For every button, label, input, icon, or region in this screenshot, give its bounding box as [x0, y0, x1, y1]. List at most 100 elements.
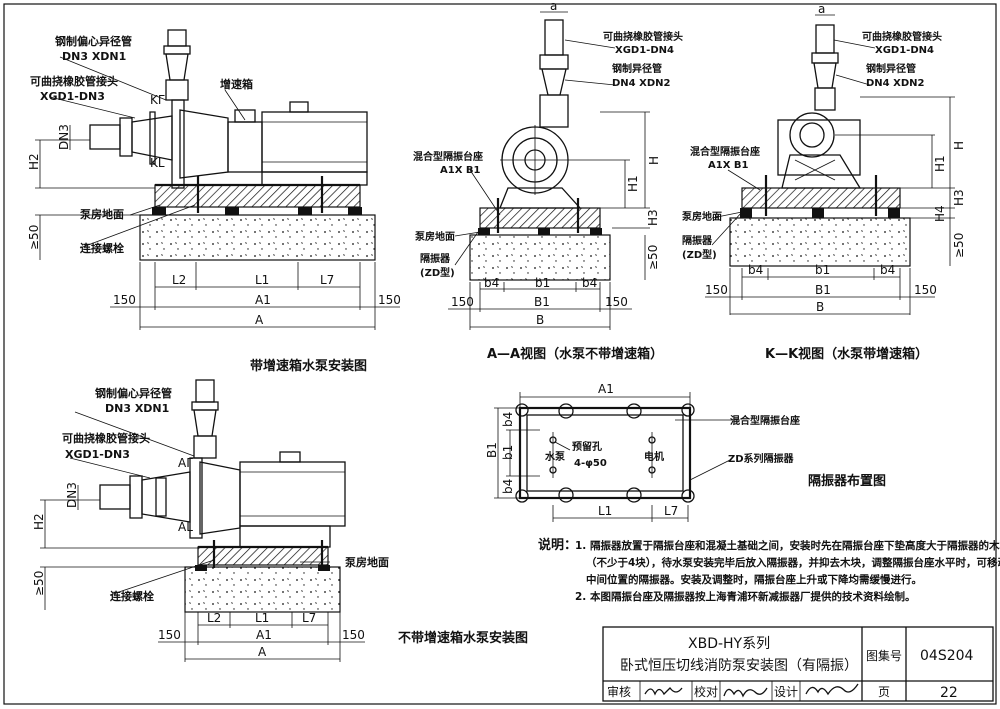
aa-dim-150r: 150	[605, 295, 628, 309]
notes-heading: 说明：	[538, 537, 577, 553]
tb-design-label: 设计	[774, 685, 798, 699]
kk-dim-b4l: b4	[748, 263, 763, 277]
pump-volute-kk	[789, 112, 835, 158]
kk-label-joint: 可曲挠橡胶管接头	[862, 30, 942, 43]
view1-title: 带增速箱水泵安装图	[250, 358, 367, 374]
label-bolt: 连接螺栓	[80, 241, 124, 255]
view-with-gearbox: 钢制偏心异径管 DN3 XDN1 可曲挠橡胶管接头 XGD1-DN3 增速箱 K…	[27, 29, 401, 374]
concrete-foundation-kk	[729, 217, 911, 267]
review-signature	[644, 687, 683, 696]
label-h2: H2	[27, 153, 41, 170]
aa-label-h1: H1	[626, 175, 640, 192]
tb-atlas-no: 04S204	[920, 648, 974, 664]
kk-label-reducer: 钢制异径管	[866, 62, 916, 75]
layout-title: 隔振器布置图	[808, 473, 886, 489]
gearbox	[227, 121, 263, 173]
layout-base-frame	[518, 406, 692, 500]
label-h50: ≥50	[27, 225, 41, 250]
aa-label-h: H	[647, 156, 661, 165]
tb-page-label: 页	[878, 685, 890, 699]
aa-dim-b4r: b4	[582, 276, 597, 290]
v2-dim-150l: 150	[158, 628, 181, 642]
v2-label-dn3: DN3	[65, 482, 79, 508]
kk-label-a: a	[818, 2, 825, 16]
note-1c: 中间位置的隔振器。安装及调整时，隔振台座上升或下降均需缓慢进行。	[586, 573, 922, 586]
check-signature	[723, 687, 768, 698]
label-kt: KΓ	[150, 93, 165, 107]
title-block: XBD-HY系列 卧式恒压切线消防泵安装图（有隔振） 图集号 04S204 审核…	[602, 626, 994, 702]
kk-label-h50: ≥50	[952, 233, 966, 258]
kk-dim-b1: b1	[815, 263, 830, 277]
v2-label-reducer-spec: DN3 XDN1	[105, 402, 169, 415]
v2-dim-l7: L7	[302, 611, 316, 625]
aa-dim-bb1: B1	[534, 295, 550, 309]
view-aa: a 可曲挠橡胶管接头 XGD1-DN4 钢制异径管 DN4 XDN2 混合型隔振…	[413, 0, 683, 362]
concrete-foundation	[139, 214, 376, 261]
layout-base: 混合型隔振台座	[730, 414, 800, 427]
kk-label-floor: 泵房地面	[682, 210, 722, 223]
label-reducer-spec: DN3 XDN1	[62, 50, 126, 63]
dim-a1: A1	[255, 293, 271, 307]
aa-dim-b: B	[536, 313, 544, 327]
note-1b: （不少于4块），待水泵安装完毕后放入隔振器，并抑去木块，调整隔振台座水平时，可移…	[586, 556, 1000, 569]
view-without-gearbox: 钢制偏心异径管 DN3 XDN1 可曲挠橡胶管接头 XGD1-DN3 AΓ AL…	[32, 379, 528, 662]
label-dn3: DN3	[57, 124, 71, 150]
kk-label-h1: H1	[933, 155, 947, 172]
layout-pump: 水泵	[544, 450, 566, 463]
kk-label-isolator: 隔振器	[682, 234, 713, 247]
note-1a: 1. 隔振器放置于隔振台座和混凝土基础之间，安装时先在隔振台座下垫高度大于隔振器…	[575, 539, 1000, 552]
aa-label-floor: 泵房地面	[415, 230, 455, 243]
view-kk-title: K—K视图（水泵带增速箱）	[765, 346, 928, 362]
kk-dim-bb1: B1	[815, 283, 831, 297]
aa-label-isolator: 隔振器	[420, 252, 451, 265]
v2-label-at: AΓ	[178, 456, 193, 470]
kk-label-h: H	[952, 141, 966, 150]
v2-label-bolt: 连接螺栓	[110, 589, 154, 603]
kk-dim-150r: 150	[914, 283, 937, 297]
kk-label-joint-spec: XGD1-DN4	[875, 45, 934, 56]
view2-title: 不带增速箱水泵安装图	[398, 630, 528, 646]
aa-label-reducer-spec: DN4 XDN2	[612, 78, 670, 89]
kk-label-base-spec: A1X B1	[708, 160, 749, 171]
layout-b4-top: b4	[501, 412, 515, 427]
aa-label-reducer: 钢制异径管	[612, 62, 662, 75]
layout-b1: b1	[501, 445, 515, 460]
dim-l7: L7	[320, 273, 334, 287]
isolators	[152, 207, 362, 215]
kk-label-reducer-spec: DN4 XDN2	[866, 78, 924, 89]
kk-label-base: 混合型隔振台座	[690, 145, 760, 158]
view-aa-title: A—A视图（水泵不带增速箱）	[487, 346, 663, 362]
concrete-foundation-2	[184, 566, 341, 613]
label-floor: 泵房地面	[80, 207, 124, 221]
layout-b4-bottom: b4	[501, 479, 515, 494]
label-gearbox: 增速箱	[220, 77, 253, 91]
aa-label-a: a	[550, 0, 557, 13]
kk-dim-b: B	[816, 300, 824, 314]
dim-l1: L1	[255, 273, 269, 287]
motor-body	[261, 111, 368, 173]
label-reducer: 钢制偏心异径管	[55, 34, 132, 48]
aa-label-base: 混合型隔振台座	[413, 150, 483, 163]
layout-a1: A1	[598, 382, 614, 396]
dim-a: A	[255, 313, 264, 327]
isolator-layout-plan: A1 b4 b1 b4 B1 水泵 预留孔 4-φ50 电机 混合型隔振台座 Z…	[485, 382, 886, 522]
tb-series: XBD-HY系列	[688, 636, 770, 652]
v2-label-floor: 泵房地面	[345, 555, 389, 569]
layout-motor: 电机	[644, 450, 664, 463]
tb-review-label: 审核	[607, 684, 631, 699]
layout-isolator: ZD系列隔振器	[728, 452, 795, 465]
layout-holes: 预留孔	[572, 440, 602, 453]
aa-label-joint: 可曲挠橡胶管接头	[603, 30, 683, 43]
sheet-border	[3, 3, 997, 705]
label-kl: KL	[150, 156, 165, 170]
design-signature	[805, 683, 859, 696]
note-2: 2. 本图隔振台座及隔振器按上海青浦环新减振器厂提供的技术资料绘制。	[575, 590, 915, 603]
isolation-base	[154, 184, 361, 208]
tb-atlas-label: 图集号	[866, 648, 902, 663]
aa-label-h3: H3	[646, 209, 660, 226]
v2-dim-a: A	[258, 645, 267, 659]
aa-dim-150l: 150	[451, 295, 474, 309]
dim-l2: L2	[172, 273, 186, 287]
v2-label-reducer: 钢制偏心异径管	[95, 386, 172, 400]
